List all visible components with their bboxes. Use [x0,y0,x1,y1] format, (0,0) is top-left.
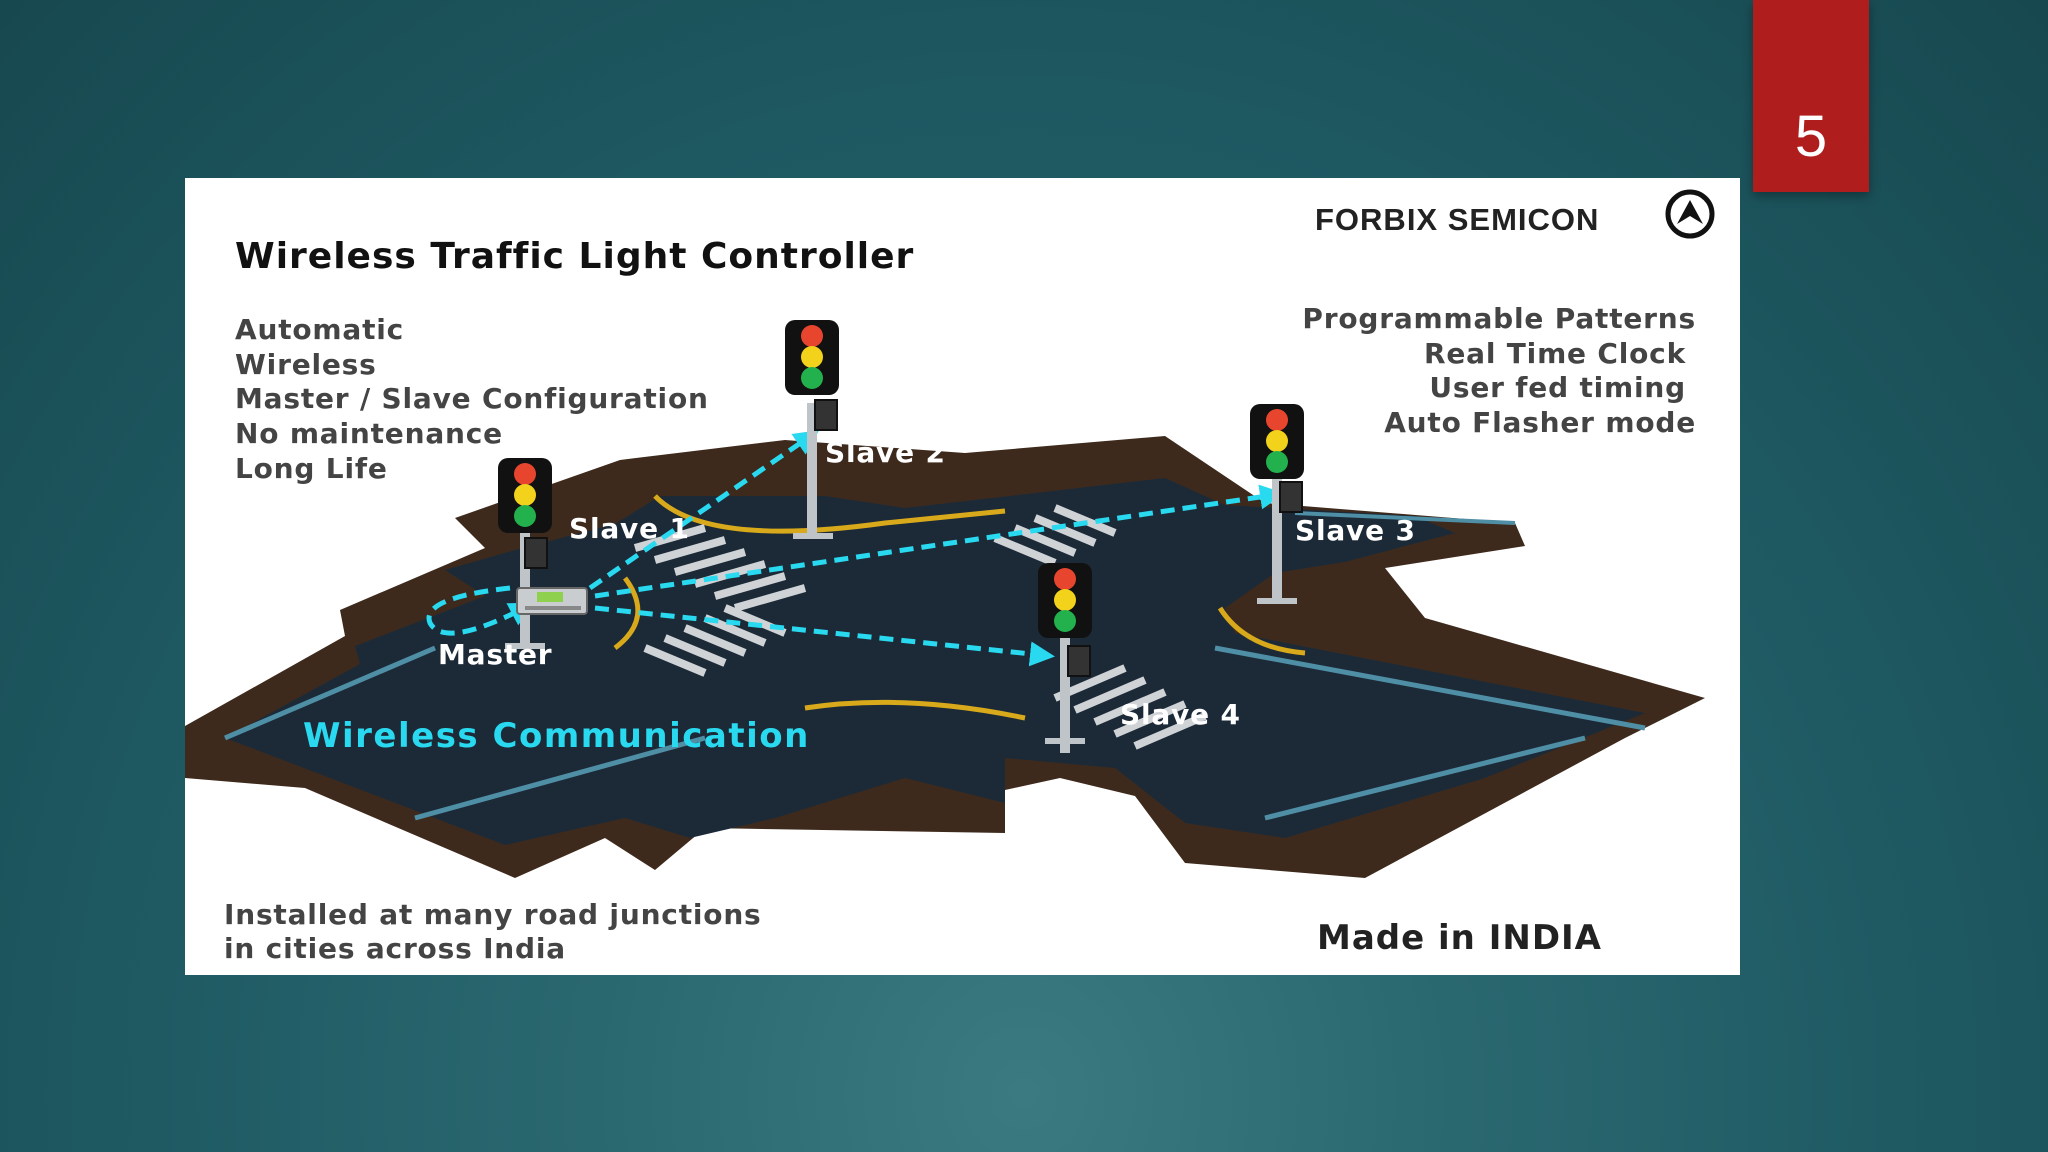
diagram-title: Wireless Traffic Light Controller [235,236,915,277]
wireless-links [426,430,1285,667]
road-surface [224,478,1646,845]
installed-line: Installed at many road junctions [224,898,762,931]
brand-name: FORBIX SEMICON [1315,202,1600,237]
feature-item: User fed timing [1429,371,1686,405]
traffic-light-slave4 [1038,563,1092,753]
label-master: Master [438,638,553,671]
installed-note: Installed at many road junctions in citi… [224,898,762,966]
features-right: Programmable Patterns Real Time Clock Us… [1302,302,1696,441]
brand-logo-icon [1665,189,1715,239]
feature-item: Automatic [235,313,405,346]
label-slave-1: Slave 1 [569,512,690,545]
feature-item: Auto Flasher mode [1384,406,1696,440]
diagram-panel: Wireless Traffic Light Controller FORBIX… [185,178,1740,975]
traffic-light-slave2 [785,320,839,539]
master-controller-icon [516,587,588,615]
traffic-light-slave3 [1250,404,1304,604]
installed-line: in cities across India [224,932,566,965]
traffic-light-slave1 [498,458,552,649]
feature-item: Programmable Patterns [1302,302,1696,335]
label-slave-3: Slave 3 [1295,514,1416,547]
wireless-communication-label: Wireless Communication [303,716,810,756]
feature-item: Master / Slave Configuration [235,382,709,416]
slide-number: 5 [1753,0,1869,192]
label-slave-4: Slave 4 [1120,698,1241,731]
feature-item: No maintenance [235,417,503,451]
label-slave-2: Slave 2 [825,436,946,469]
zebra-crossings [633,504,1207,750]
feature-item: Real Time Clock [1423,336,1686,370]
intersection-illustration [185,189,1715,878]
feature-item: Long Life [235,451,388,485]
feature-item: Wireless [235,347,377,381]
features-left: Automatic Wireless Master / Slave Config… [235,313,709,487]
made-in-label: Made in INDIA [1317,918,1602,958]
